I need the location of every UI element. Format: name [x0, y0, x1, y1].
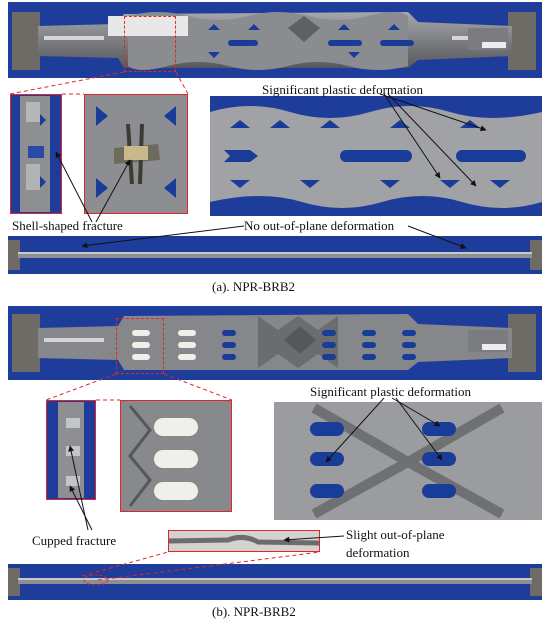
panel-a-full-specimen-photo [8, 2, 542, 78]
panel-b-zoom-fracture-frame [120, 400, 232, 512]
panel-a-zoom-edge-photo [10, 94, 62, 214]
panel-a-side-view-photo [8, 236, 542, 274]
panel-b-caption: (b). NPR-BRB2 [212, 604, 296, 619]
panel-b-label-significant: Significant plastic deformation [310, 384, 472, 399]
panel-b-side-view-photo [8, 564, 542, 600]
panel-b-full-specimen-photo [8, 306, 542, 380]
panel-a-label-significant: Significant plastic deformation [262, 82, 424, 97]
panel-b-zoom-bend-frame [168, 530, 320, 552]
panel-b-label-slight-1: Slight out-of-plane [346, 527, 445, 542]
panel-b-zoom-bend-photo [168, 530, 320, 552]
panel-a-zoom-fracture-frame [84, 94, 188, 214]
panel-b-zoom-fracture-photo [120, 400, 232, 512]
panel-b-label-cupped: Cupped fracture [32, 533, 117, 548]
panel-b-label-slight-2: deformation [346, 545, 410, 560]
panel-a-zoom-core-photo [210, 96, 542, 216]
panel-a-zoom-edge-frame [10, 94, 62, 214]
panel-a-label-no-out-of-plane: No out-of-plane deformation [244, 218, 395, 233]
panel-b-zoom-edge-frame [46, 400, 96, 500]
panel-b-zoom-core-photo [274, 402, 542, 520]
panel-a-label-shell: Shell-shaped fracture [12, 218, 123, 233]
panel-b-callout-box [116, 318, 164, 374]
panel-a-caption: (a). NPR-BRB2 [212, 279, 296, 294]
panel-a-callout-box [124, 16, 176, 72]
